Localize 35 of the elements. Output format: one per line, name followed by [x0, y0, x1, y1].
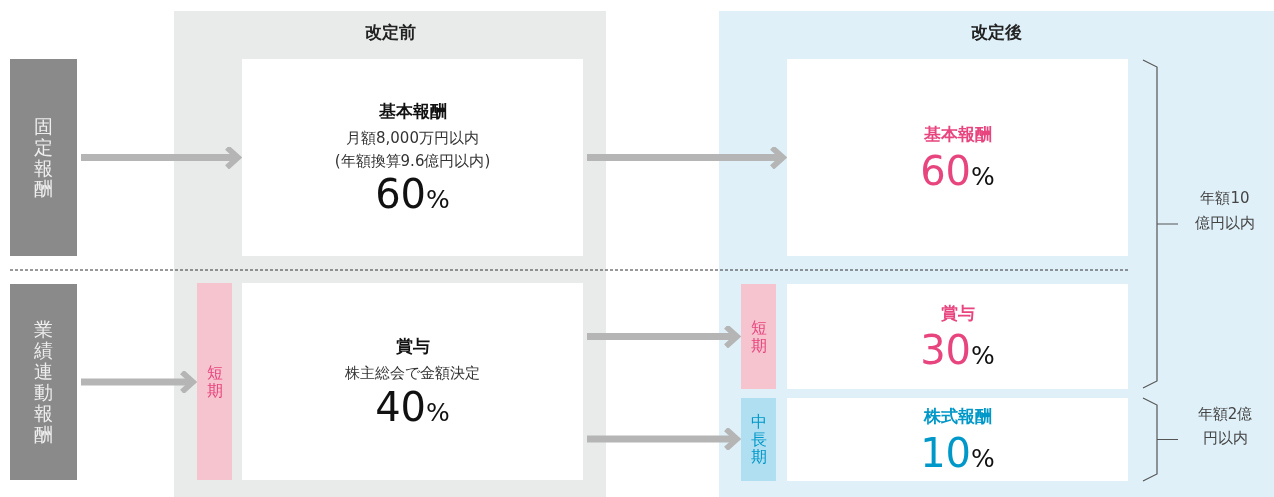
category-label: 業績連動報酬 [34, 319, 53, 445]
percentage-value: 60% [920, 150, 995, 192]
term-tag [741, 284, 776, 389]
arrow [587, 144, 786, 171]
panel-heading: 改定前 [364, 21, 416, 44]
category-tab [10, 284, 77, 480]
arrow [587, 323, 740, 350]
term-label: 中長期 [750, 413, 767, 466]
card-title: 賞与 [940, 302, 975, 325]
percentage-value: 10% [920, 432, 995, 474]
compensation-card [787, 398, 1128, 481]
panel-heading: 改定後 [971, 21, 1022, 44]
percentage-value: 60% [375, 173, 450, 216]
card-title: 株式報酬 [923, 405, 992, 428]
term-label: 短期 [206, 363, 223, 400]
term-tag [741, 398, 776, 481]
category-tab [10, 59, 77, 256]
card-title: 基本報酬 [378, 99, 447, 123]
comparison-panel [719, 11, 1274, 497]
card-title: 賞与 [395, 335, 430, 359]
compensation-card [242, 59, 583, 256]
comparison-panel [174, 11, 606, 497]
compensation-card [787, 59, 1128, 256]
compensation-card [787, 284, 1128, 389]
card-note: 月額8,000万円以内 (年額換算9.6億円以内) [333, 127, 492, 172]
bracket-label: 年額2億円以内 [1196, 403, 1254, 450]
term-label: 短期 [750, 318, 767, 355]
card-note: 株主総会で金額決定 [344, 363, 481, 385]
term-tag [197, 283, 232, 480]
arrow [587, 426, 740, 452]
category-label: 固定報酬 [34, 115, 53, 200]
percentage-value: 40% [375, 385, 450, 428]
bracket-label: 年額10億円以内 [1194, 188, 1256, 234]
card-title: 基本報酬 [923, 123, 992, 146]
percentage-value: 30% [920, 329, 995, 371]
